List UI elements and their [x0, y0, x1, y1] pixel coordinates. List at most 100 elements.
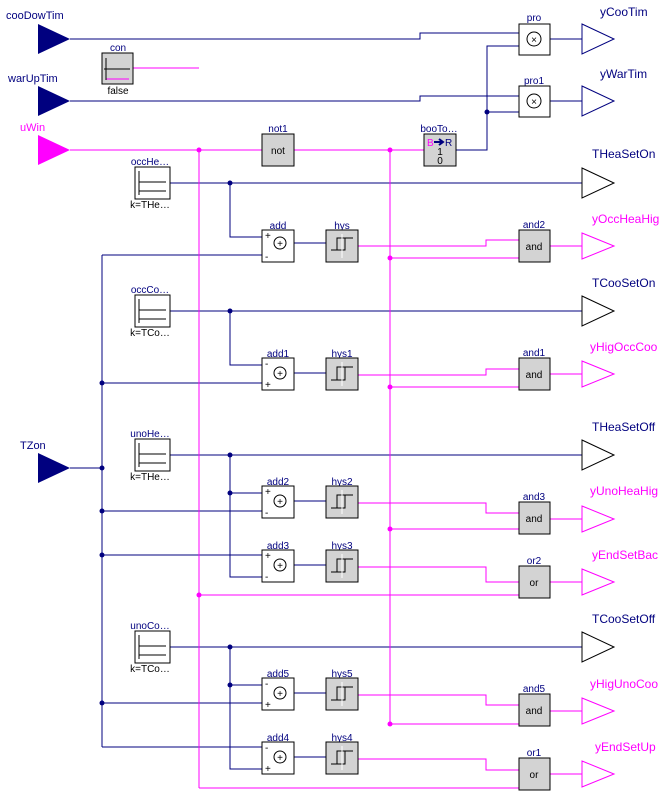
- block-text: not: [271, 146, 285, 157]
- block-name: pro1: [524, 76, 544, 87]
- output-TCooSetOff[interactable]: TCooSetOff: [581, 612, 656, 663]
- input-label: TZon: [20, 440, 46, 452]
- in2-sign: +: [265, 700, 271, 711]
- and-block-and2[interactable]: and2 and: [518, 220, 551, 263]
- output-label: yHigOccCoo: [590, 340, 658, 354]
- output-label: THeaSetOff: [592, 420, 656, 434]
- not-block-not1[interactable]: not1 not: [261, 124, 295, 167]
- add-symbol: +: [277, 689, 283, 700]
- output-yCooTim[interactable]: yCooTim: [581, 5, 648, 55]
- output-TCooSetOn[interactable]: TCooSetOn: [581, 276, 655, 327]
- block-value: k=TCo…: [130, 328, 170, 339]
- constant-unoCo[interactable]: unoCo… k=TCo…: [130, 621, 171, 675]
- constant-occHe[interactable]: occHe… k=THe…: [130, 157, 171, 211]
- real-junctions: [99, 109, 490, 706]
- add-symbol: +: [277, 369, 283, 380]
- block-name: booTo…: [420, 124, 457, 135]
- block-name: hys1: [331, 349, 353, 360]
- add-block-add4[interactable]: add4 + - +: [261, 733, 295, 775]
- block-name: unoHe…: [130, 429, 169, 440]
- output-label: yEndSetBac: [592, 548, 658, 562]
- times-symbol: ×: [531, 35, 537, 46]
- block-text: and: [526, 370, 543, 381]
- block-name: add3: [267, 541, 290, 552]
- output-yOccHeaHig[interactable]: yOccHeaHig: [581, 212, 659, 260]
- input-label: uWin: [20, 122, 45, 134]
- add-symbol: +: [277, 497, 283, 508]
- bool-wires: [70, 67, 582, 789]
- booTo-R: R: [445, 138, 452, 149]
- input-uWin[interactable]: uWin: [20, 122, 70, 165]
- output-yHigOccCoo[interactable]: yHigOccCoo: [581, 340, 658, 388]
- input-label: warUpTim: [7, 73, 58, 85]
- in2-sign: -: [265, 508, 268, 519]
- input-cooDowTim[interactable]: cooDowTim: [6, 10, 70, 54]
- add-block-add5[interactable]: add5 + - +: [261, 669, 295, 711]
- input-TZon[interactable]: TZon: [20, 440, 70, 483]
- input-label: cooDowTim: [6, 10, 64, 22]
- block-name: hys3: [331, 541, 353, 552]
- constant-con[interactable]: con false: [101, 43, 134, 97]
- output-label: TCooSetOff: [592, 612, 656, 626]
- and-block-and3[interactable]: and3 and: [518, 492, 551, 535]
- output-THeaSetOff[interactable]: THeaSetOff: [581, 420, 656, 471]
- block-name: or2: [527, 556, 542, 567]
- add-block-add1[interactable]: add1 + - +: [261, 349, 295, 391]
- input-warUpTim[interactable]: warUpTim: [7, 73, 70, 116]
- hysteresis-hys2[interactable]: hys2: [325, 477, 359, 519]
- hysteresis-hys4[interactable]: hys4: [325, 733, 359, 775]
- block-name: add2: [267, 477, 290, 488]
- booTo-0: 0: [437, 156, 443, 167]
- real-wires: [70, 32, 582, 770]
- hysteresis-hys[interactable]: hys: [325, 221, 359, 263]
- add-block-add2[interactable]: add2 + + -: [261, 477, 295, 519]
- block-value: false: [107, 86, 129, 97]
- output-label: yWarTim: [600, 67, 647, 81]
- product-pro[interactable]: pro ×: [518, 13, 551, 56]
- output-yHigUnoCoo[interactable]: yHigUnoCoo: [581, 677, 658, 725]
- add-block-add[interactable]: add + + -: [261, 221, 295, 263]
- output-label: yHigUnoCoo: [590, 677, 658, 691]
- in1-sign: +: [265, 551, 271, 562]
- booTo-1: 1: [437, 147, 443, 158]
- and-block-and5[interactable]: and5 and: [518, 684, 551, 727]
- hysteresis-hys1[interactable]: hys1: [325, 349, 359, 391]
- block-value: k=THe…: [130, 472, 170, 483]
- output-label: THeaSetOn: [592, 147, 655, 161]
- add-symbol: +: [277, 561, 283, 572]
- output-label: TCooSetOn: [592, 276, 655, 290]
- block-text: and: [526, 242, 543, 253]
- output-label: yEndSetUp: [595, 740, 656, 754]
- boolean-to-real-block[interactable]: booTo… B R 1 0: [420, 124, 457, 167]
- constant-unoHe[interactable]: unoHe… k=THe…: [130, 429, 171, 483]
- in2-sign: +: [265, 380, 271, 391]
- output-THeaSetOn[interactable]: THeaSetOn: [581, 147, 655, 199]
- add-symbol: +: [277, 239, 283, 250]
- block-name: con: [110, 43, 126, 54]
- output-yWarTim[interactable]: yWarTim: [581, 67, 647, 117]
- add-symbol: +: [277, 753, 283, 764]
- or-block-or2[interactable]: or2 or: [518, 556, 551, 599]
- block-name: hys: [334, 221, 350, 232]
- block-text: and: [526, 706, 543, 717]
- hysteresis-hys3[interactable]: hys3: [325, 541, 359, 583]
- hysteresis-hys5[interactable]: hys5: [325, 669, 359, 711]
- block-name: and2: [523, 220, 546, 231]
- output-label: yOccHeaHig: [592, 212, 659, 226]
- times-symbol: ×: [531, 97, 537, 108]
- or-block-or1[interactable]: or1 or: [518, 748, 551, 791]
- output-yEndSetUp[interactable]: yEndSetUp: [581, 740, 656, 788]
- block-name: add1: [267, 349, 290, 360]
- constant-occCo[interactable]: occCo… k=TCo…: [130, 285, 171, 339]
- in2-sign: -: [265, 252, 268, 263]
- block-name: pro: [527, 13, 542, 24]
- output-yUnoHeaHig[interactable]: yUnoHeaHig: [581, 484, 658, 533]
- block-name: hys4: [331, 733, 353, 744]
- output-label: yUnoHeaHig: [590, 484, 658, 498]
- and-block-and1[interactable]: and1 and: [518, 348, 551, 391]
- output-yEndSetBac[interactable]: yEndSetBac: [581, 548, 658, 596]
- in1-sign: +: [265, 487, 271, 498]
- product-pro1[interactable]: pro1 ×: [518, 76, 551, 118]
- in1-sign: +: [265, 231, 271, 242]
- add-block-add3[interactable]: add3 + + -: [261, 541, 295, 583]
